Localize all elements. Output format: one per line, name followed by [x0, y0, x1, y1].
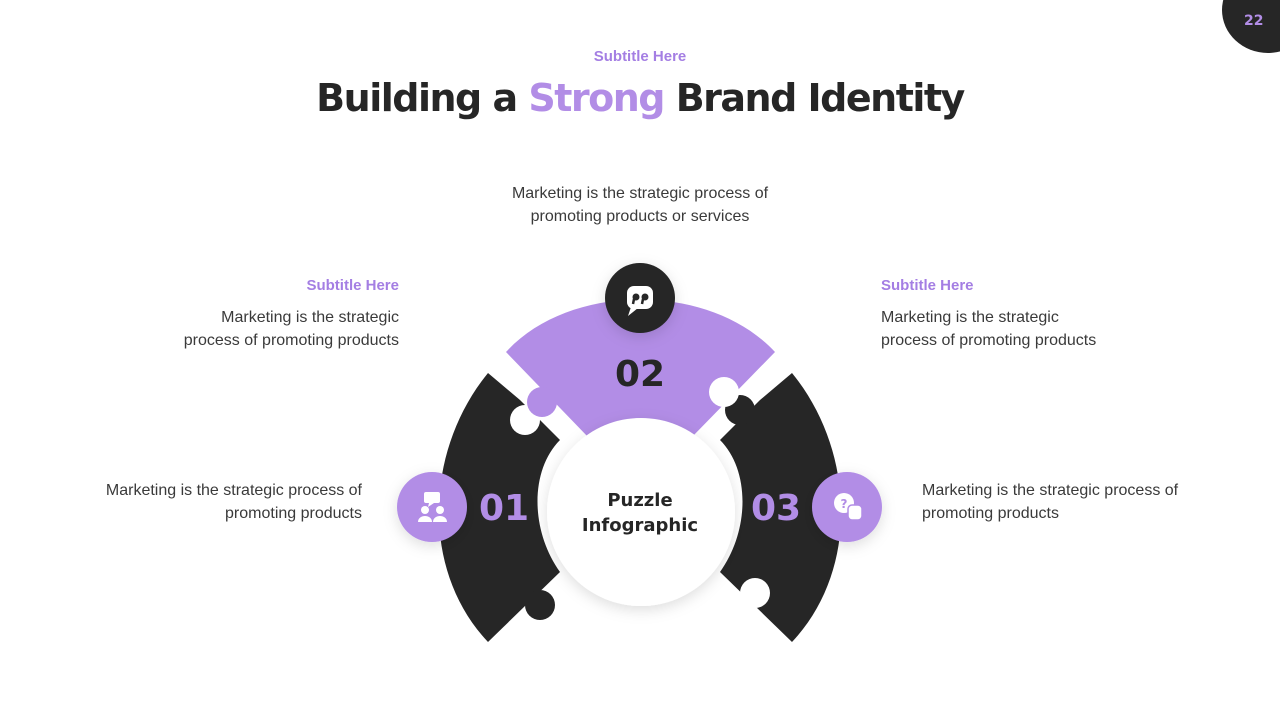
callout-lower-left: Marketing is the strategic process of pr…	[40, 479, 362, 525]
page-title: Building a Strong Brand Identity	[0, 76, 1280, 120]
callout-upper-left-subtitle: Subtitle Here	[306, 277, 399, 294]
puzzle-piece-02	[506, 299, 775, 437]
piece-number-03: 03	[751, 488, 801, 529]
callout-lower-left-line-1: Marketing is the strategic process of	[105, 482, 362, 499]
callout-upper-right-line-1: Marketing is the strategic	[881, 309, 1059, 326]
center-label-line-1: Puzzle	[607, 490, 672, 511]
title-part-1: Building a	[316, 76, 529, 120]
callout-upper-left: Marketing is the strategic process of pr…	[110, 306, 399, 352]
callout-lower-left-line-2: promoting products	[225, 505, 362, 522]
callout-upper-right-line-2: process of promoting products	[881, 332, 1097, 349]
team-icon	[397, 472, 467, 542]
callout-upper-right-subtitle: Subtitle Here	[881, 277, 974, 294]
title-part-2: Brand Identity	[663, 76, 966, 120]
callout-upper-left-line-2: process of promoting products	[183, 332, 399, 349]
question-chat-icon: ?	[812, 472, 882, 542]
center-circle	[547, 418, 735, 606]
callout-top: Marketing is the strategic process of pr…	[440, 182, 840, 228]
quote-bubble-icon	[605, 263, 675, 333]
callout-lower-right-line-2: promoting products	[922, 505, 1059, 522]
callout-top-line-1: Marketing is the strategic process of	[511, 185, 769, 202]
callout-upper-left-line-1: Marketing is the strategic	[221, 309, 399, 326]
callout-lower-right-line-1: Marketing is the strategic process of	[922, 482, 1179, 499]
puzzle-piece-03	[720, 373, 842, 642]
header-subtitle: Subtitle Here	[593, 48, 687, 65]
callout-top-line-2: promoting products or services	[530, 208, 750, 225]
callout-lower-right: Marketing is the strategic process of pr…	[922, 479, 1252, 525]
title-accent: Strong	[528, 76, 665, 120]
piece-number-02: 02	[615, 354, 665, 395]
piece-number-01: 01	[479, 488, 529, 529]
callout-upper-right: Marketing is the strategic process of pr…	[881, 306, 1181, 352]
page-number: 22	[1244, 13, 1264, 29]
svg-text:?: ?	[841, 497, 848, 511]
center-label-line-2: Infographic	[582, 515, 698, 536]
